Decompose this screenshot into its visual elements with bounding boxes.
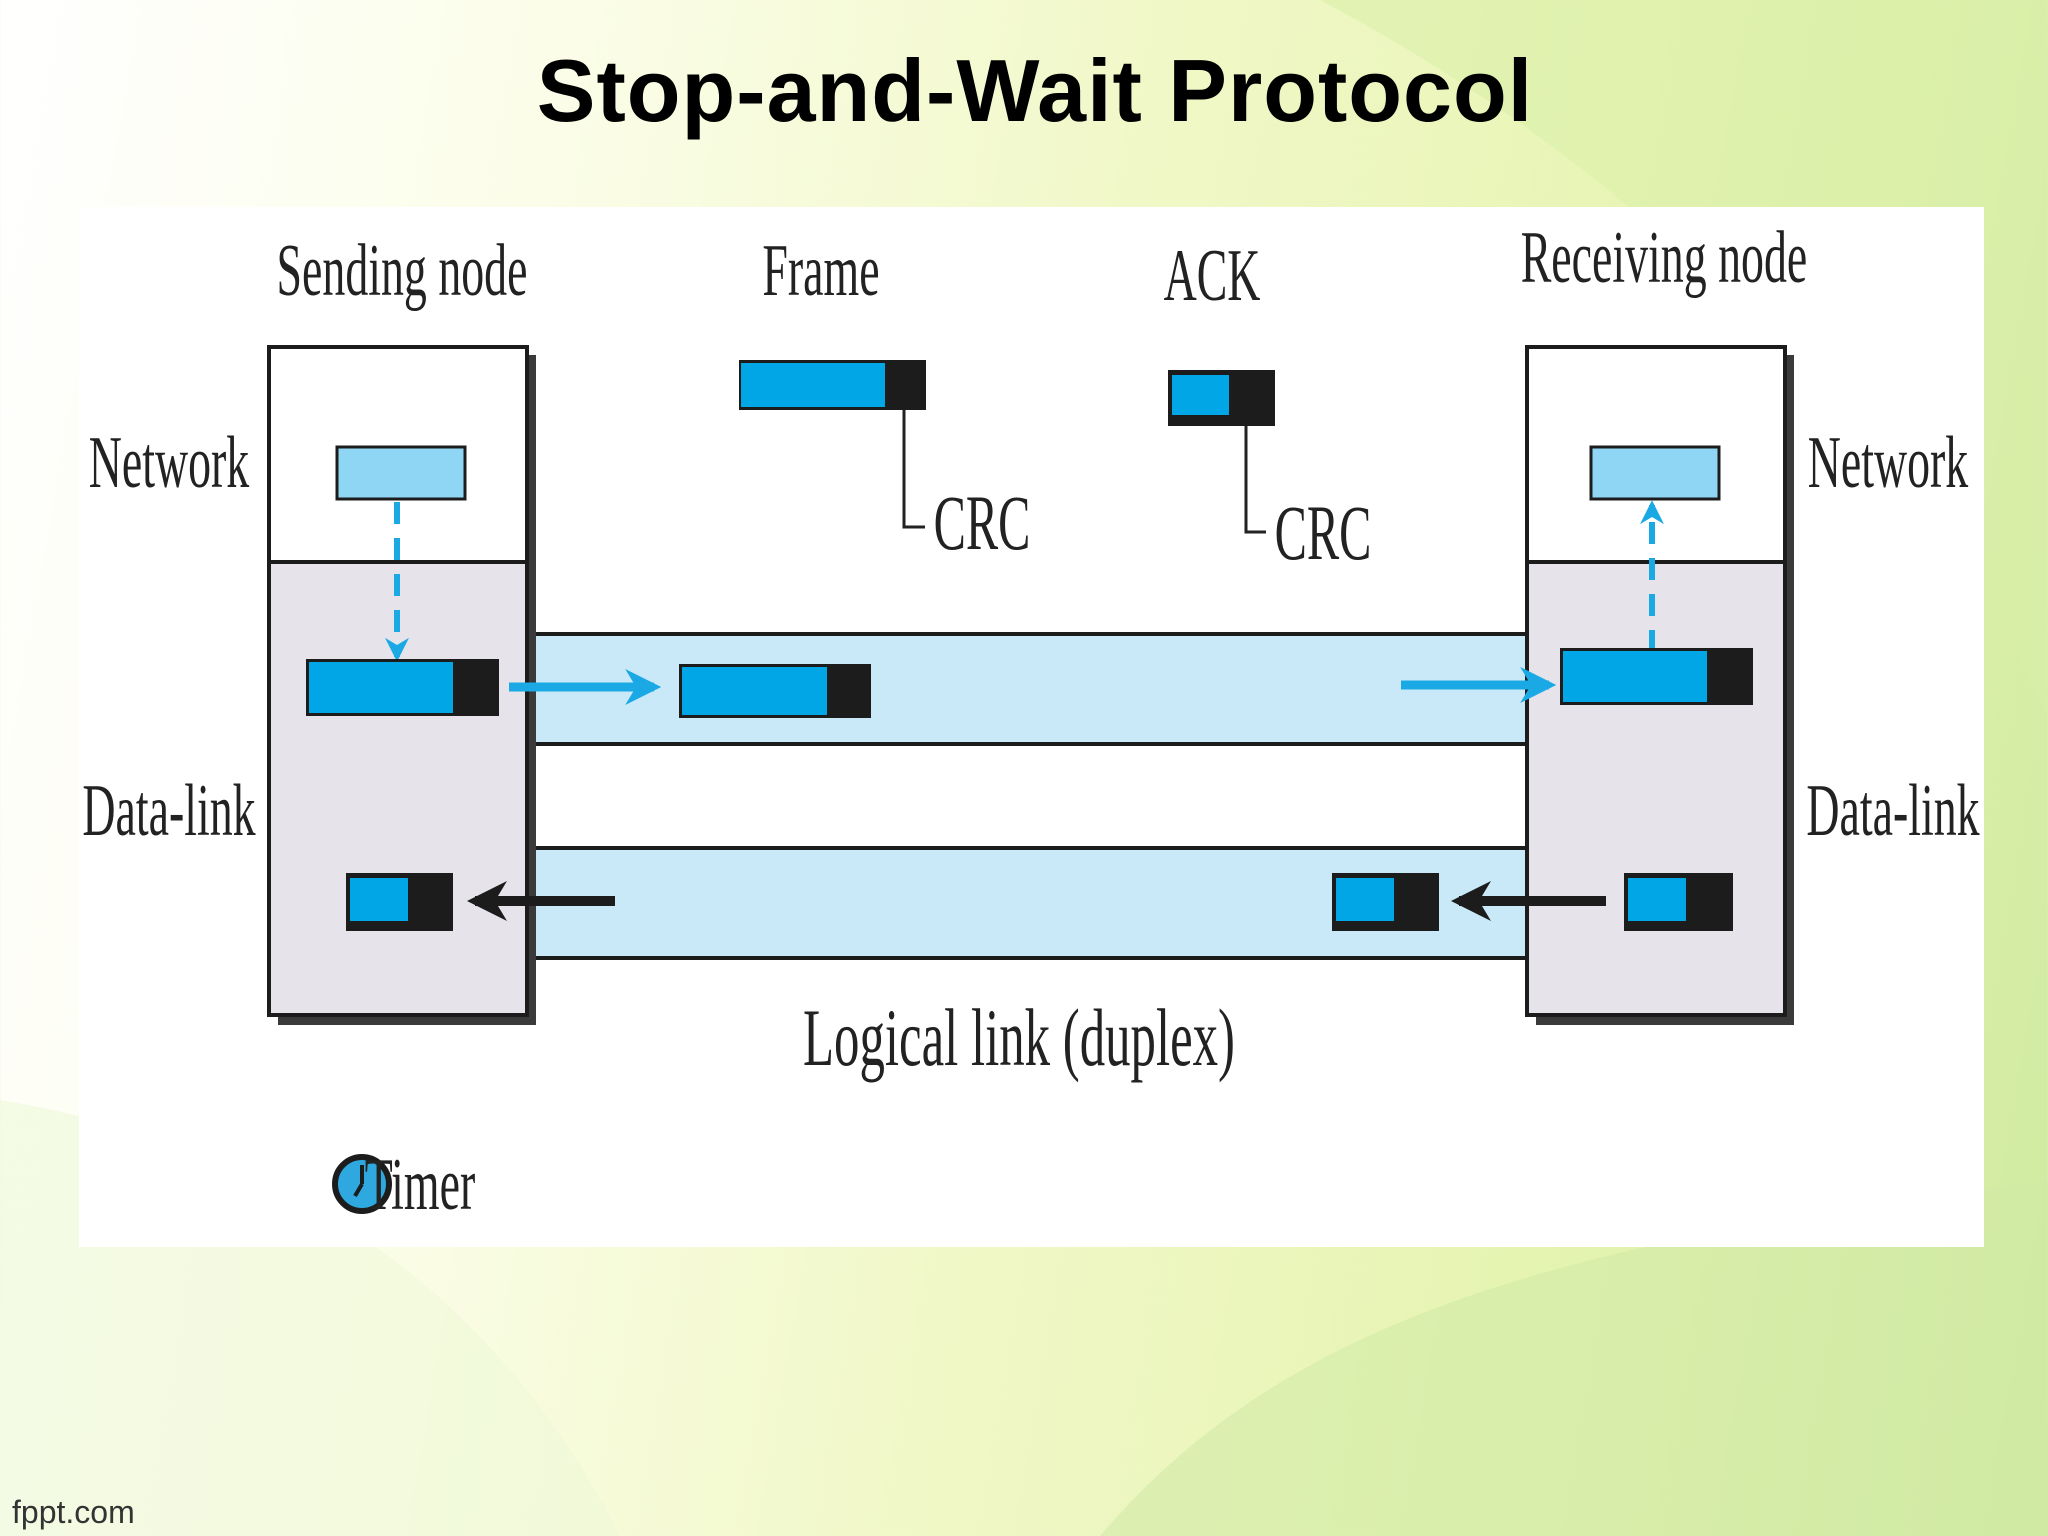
in-transit-frame [679,664,871,718]
sending-node-label: Sending node [277,230,528,312]
frame-label: Frame [762,230,879,312]
footer-brand: fppt.com [12,1494,135,1530]
ack-legend: CRC [1168,370,1371,577]
frame-legend: CRC [739,360,1030,567]
receiver-network-packet [1589,445,1721,501]
sender-network-packet [335,445,467,501]
receiver-datalink-label: Data-link [1806,770,1979,852]
sender-network-label: Network [89,422,250,504]
slide-title: Stop-and-Wait Protocol [536,41,1534,140]
clock-icon [332,1154,392,1214]
stop-and-wait-diagram: Sending node Frame ACK Receiving node CR… [82,217,1979,1226]
diagram-panel: Sending node Frame ACK Receiving node CR… [79,207,1984,1247]
timer-label: Timer [365,1144,475,1226]
ack-label: ACK [1164,235,1261,317]
receiver-ack [1624,873,1733,931]
reverse-channel [524,846,1612,960]
receiver-frame [1560,648,1753,705]
frame-crc-label: CRC [934,480,1031,567]
sender-frame [306,659,499,716]
receiving-node-label: Receiving node [1521,217,1808,299]
sender-datalink-label: Data-link [82,770,255,852]
logical-link-label: Logical link (duplex) [803,992,1235,1083]
ack-crc-label: CRC [1275,490,1372,577]
receiver-network-label: Network [1808,422,1969,504]
in-transit-ack [1332,873,1439,931]
sender-ack [346,873,453,931]
